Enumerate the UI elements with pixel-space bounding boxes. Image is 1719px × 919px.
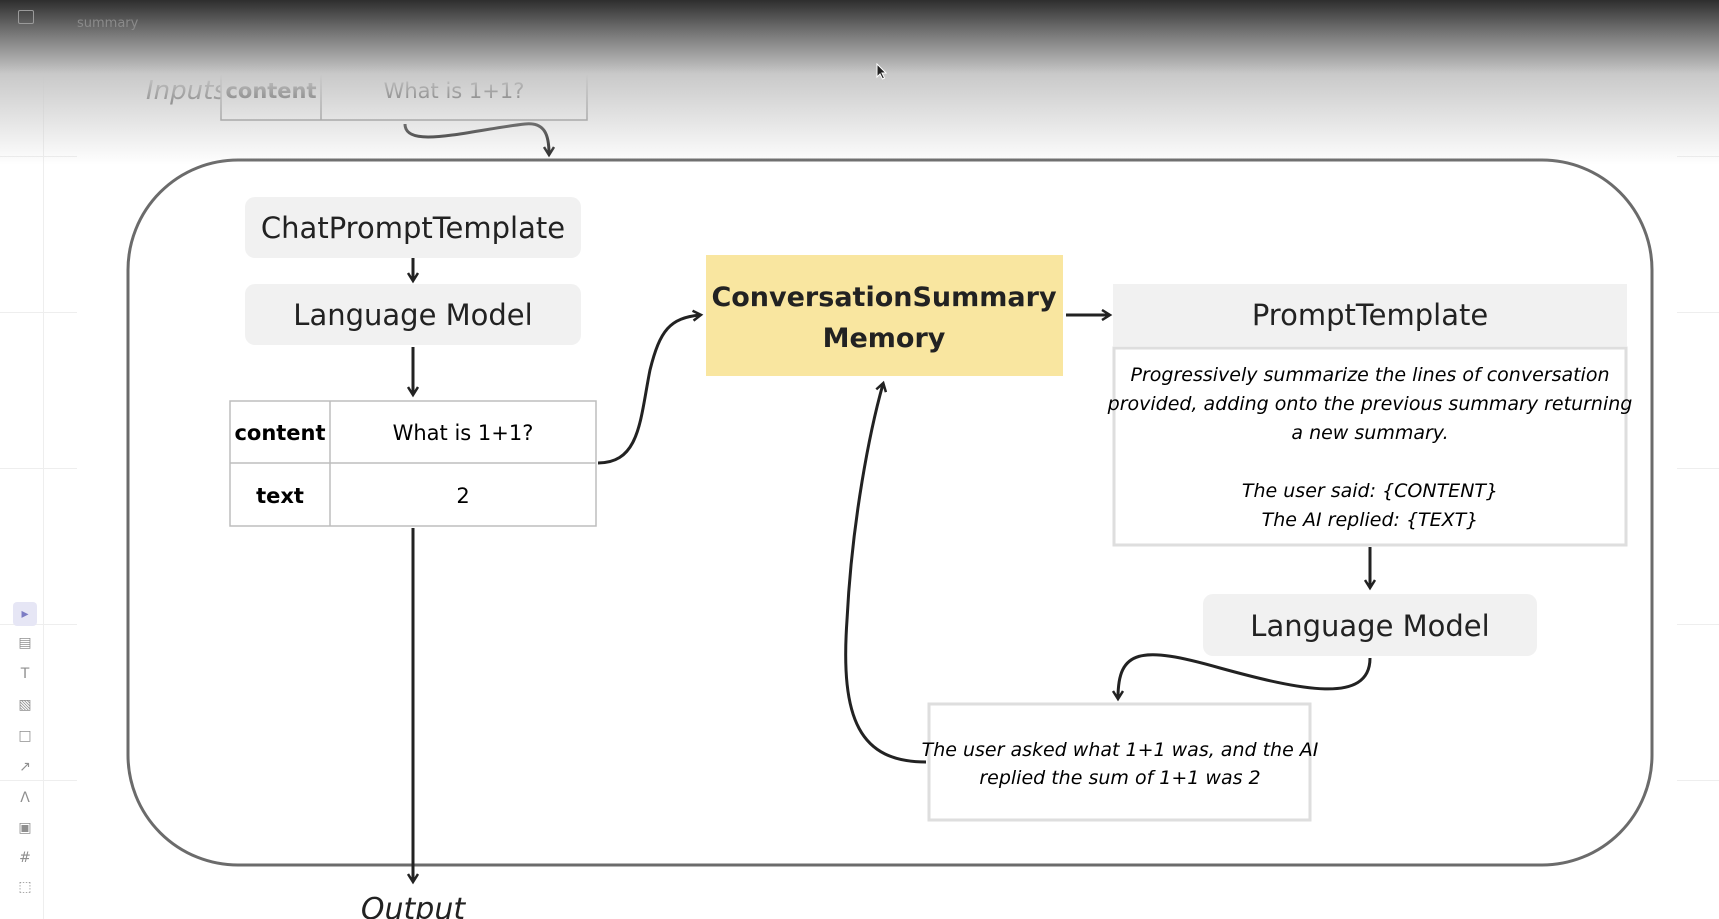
chat-prompt-template-label: ChatPromptTemplate (261, 211, 565, 245)
summarizer-language-model-label: Language Model (1250, 609, 1489, 643)
left-toolbar: ▸ ▤ T ▧ □ ↗ Λ ▣ # ⬚ (0, 596, 48, 919)
language-model-node[interactable]: Language Model (245, 284, 581, 345)
sticky-note-icon[interactable]: ▧ (18, 697, 32, 713)
language-model-label: Language Model (293, 298, 532, 332)
memory-label-line2: Memory (823, 323, 946, 354)
result-key-content: content (234, 421, 325, 445)
prompt-template-node[interactable]: PromptTemplate Progressively summarize t… (1107, 284, 1633, 547)
pen-icon[interactable]: Λ (20, 790, 30, 806)
select-tool-icon[interactable]: ▸ (13, 602, 37, 626)
result-table[interactable]: content What is 1+1? text 2 (229, 400, 597, 527)
upload-icon[interactable]: ⬚ (18, 879, 32, 895)
inputs-label: Inputs (146, 76, 227, 106)
inputs-key: content (225, 79, 316, 103)
arrow-result-to-memory (597, 315, 700, 465)
inputs-table[interactable]: content What is 1+1? (220, 57, 588, 121)
chat-prompt-template-node[interactable]: ChatPromptTemplate (245, 197, 581, 258)
summarizer-language-model-node[interactable]: Language Model (1203, 594, 1537, 656)
result-value-text: 2 (456, 484, 469, 508)
prompt-template-title: PromptTemplate (1252, 298, 1488, 332)
prompt-line-5: The user said: {CONTENT} (1242, 480, 1498, 502)
inputs-value: What is 1+1? (384, 79, 525, 103)
square-icon[interactable]: □ (18, 728, 32, 744)
layout-icon[interactable]: ▤ (18, 635, 32, 651)
mouse-cursor-icon (876, 63, 888, 80)
memory-label-line1: ConversationSummary (711, 282, 1057, 313)
arrow-model-to-summary (1118, 653, 1372, 698)
prompt-template-header (1113, 284, 1627, 346)
prompt-line-3: a new summary. (1291, 422, 1448, 444)
conversation-summary-memory-node[interactable]: ConversationSummary Memory (706, 255, 1063, 376)
result-key-text: text (256, 484, 304, 508)
summary-line-2: replied the sum of 1+1 was 2 (979, 767, 1260, 789)
connector-arrow-icon[interactable]: ↗ (19, 759, 31, 775)
frame-icon[interactable]: # (19, 850, 31, 866)
result-value-content: What is 1+1? (393, 421, 534, 445)
document-title: summary (77, 16, 139, 31)
summary-output-node[interactable]: The user asked what 1+1 was, and the AI … (922, 702, 1319, 822)
prompt-template-body (1112, 346, 1628, 547)
arrow-summary-to-memory (844, 384, 927, 764)
text-tool-icon[interactable]: T (20, 666, 30, 682)
summary-line-1: The user asked what 1+1 was, and the AI (922, 739, 1319, 761)
prompt-line-2: provided, adding onto the previous summa… (1107, 393, 1633, 415)
prompt-line-1: Progressively summarize the lines of con… (1130, 364, 1609, 386)
sidebar-toggle-icon[interactable] (18, 10, 34, 24)
prompt-line-6: The AI replied: {TEXT} (1262, 509, 1479, 531)
memory-box (706, 255, 1063, 376)
comment-icon[interactable]: ▣ (18, 820, 32, 836)
output-label: Output (361, 892, 466, 919)
